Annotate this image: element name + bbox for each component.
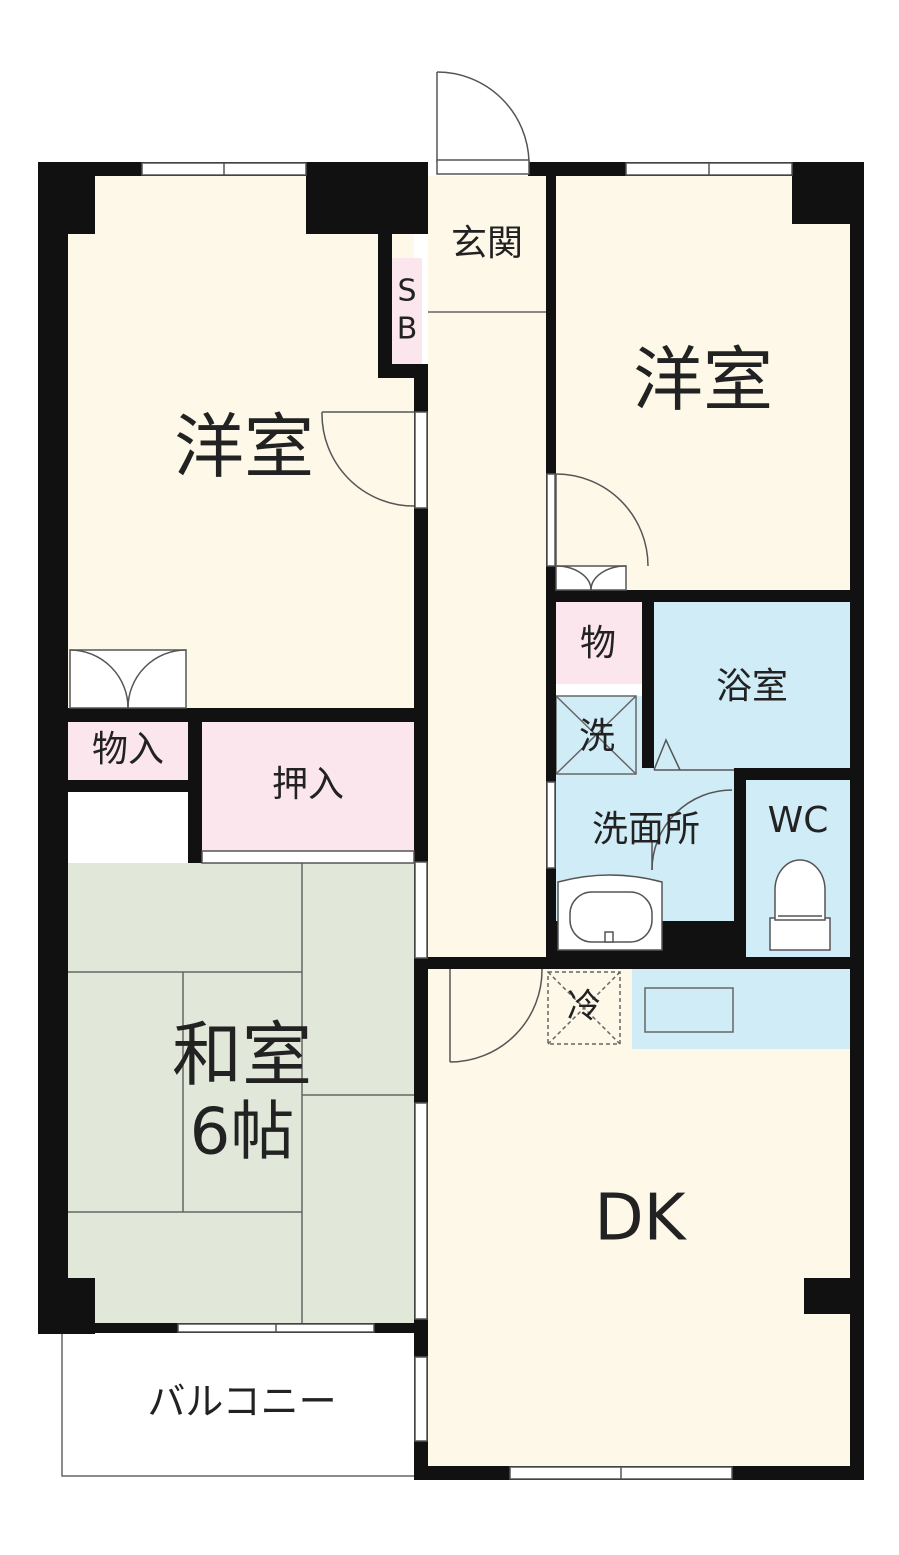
- sb-label-s: S: [397, 274, 416, 309]
- sb-storage: [392, 258, 422, 364]
- western-room-left-label: 洋室: [174, 406, 314, 488]
- windows: [141, 162, 793, 1480]
- tatami-lines: [68, 863, 414, 1323]
- oshiire-closet: [202, 722, 414, 852]
- washer-label: 洗: [579, 716, 615, 757]
- wc-label: WC: [768, 800, 829, 841]
- bath-label: 浴室: [716, 666, 788, 707]
- japanese-room: [68, 863, 414, 1323]
- dk-label: DK: [594, 1182, 687, 1256]
- entrance-label: 玄関: [451, 223, 523, 264]
- storage-right: [556, 602, 642, 684]
- japanese-room-label: 和室: [172, 1014, 312, 1096]
- storage-right-label: 物: [580, 623, 616, 664]
- fridge-label: 冷: [567, 987, 601, 1027]
- washbasin-icon: [557, 874, 663, 951]
- toilet-icon: [769, 859, 831, 951]
- closet-left: [68, 718, 188, 780]
- western-room-right-label: 洋室: [633, 339, 773, 421]
- western-room-right: [556, 176, 850, 590]
- entrance-hall: [428, 176, 546, 961]
- door-swing-icon: [69, 71, 734, 1063]
- balcony-label: バルコニー: [147, 1380, 336, 1424]
- western-room-left: [68, 176, 414, 711]
- kitchen-counter: [632, 969, 850, 1049]
- closet-left-label: 物入: [92, 729, 164, 770]
- sb-label-b: B: [397, 312, 418, 347]
- japanese-room-size: 6帖: [190, 1096, 295, 1170]
- washroom-label: 洗面所: [592, 809, 700, 850]
- oshiire-label: 押入: [272, 764, 344, 805]
